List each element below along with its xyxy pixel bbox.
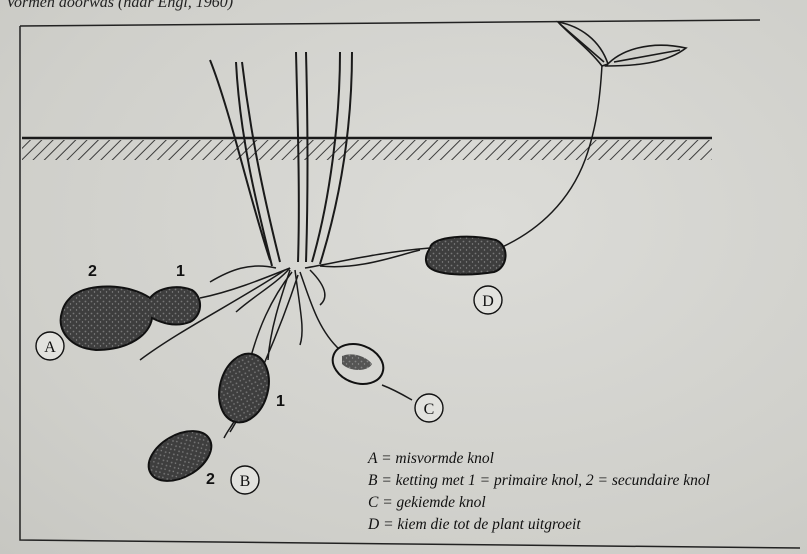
label-b-secondary: 2 [206,471,215,488]
legend-item-c: C = gekiemde knol [368,492,710,514]
label-a-primary: 1 [176,263,185,280]
tuber-c [327,337,389,390]
label-b-primary: 1 [276,393,285,410]
legend-item-b: B = ketting met 1 = primaire knol, 2 = s… [368,470,710,492]
marker-c: C [415,394,443,422]
marker-d: D [474,286,502,314]
marker-b-letter: B [240,473,251,490]
marker-d-letter: D [482,293,494,310]
legend: A = misvormde knol B = ketting met 1 = p… [368,448,710,536]
legend-item-a: A = misvormde knol [368,448,710,470]
label-a-secondary: 2 [88,263,97,280]
tuber-a [61,286,200,350]
legend-item-d: D = kiem die tot de plant uitgroeit [368,514,710,536]
marker-c-letter: C [424,401,435,418]
soil-surface [22,138,712,160]
tuber-d [426,237,506,275]
tuber-b-primary [212,348,276,428]
seedling-leaves [558,22,686,66]
marker-a-letter: A [44,339,56,356]
marker-b: B [231,466,259,494]
marker-a: A [36,332,64,360]
